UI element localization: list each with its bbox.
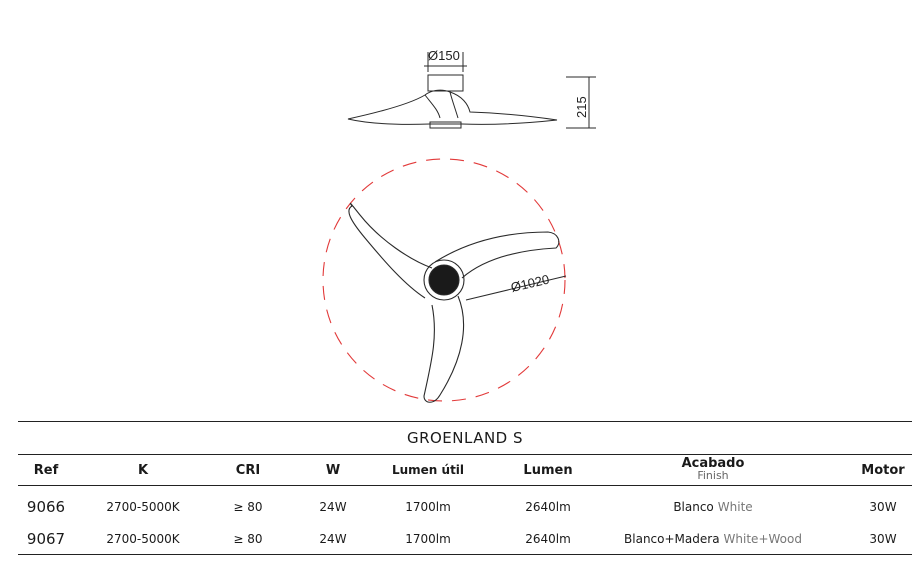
cell-cri: ≥ 80: [233, 500, 263, 514]
cell-lumen: 2640lm: [525, 500, 571, 514]
cell-lumen: 2640lm: [525, 532, 571, 546]
cell-w: 24W: [319, 532, 347, 546]
dim-diameter-label: Ø1020: [509, 272, 550, 295]
cell-k: 2700-5000K: [106, 500, 180, 514]
header-w: W: [325, 462, 341, 478]
header-k: K: [137, 462, 149, 478]
top-view-blades: [348, 202, 560, 403]
cell-finish-es: Blanco: [673, 500, 714, 514]
cell-ref: 9066: [26, 498, 66, 516]
cell-lumen-util: 1700lm: [405, 532, 451, 546]
header-lumen-util: Lumen útil: [391, 463, 465, 477]
cell-finish: Blanco+Madera White+Wood: [598, 524, 828, 554]
cell-w: 24W: [319, 500, 347, 514]
dim-top-label: Ø150: [428, 48, 460, 63]
cell-k: 2700-5000K: [106, 532, 180, 546]
dim-height-label: 215: [574, 96, 589, 118]
cell-finish-en: White+Wood: [723, 532, 802, 546]
cell-ref: 9067: [26, 530, 66, 548]
diameter-dim-line: [465, 275, 567, 301]
cell-cri: ≥ 80: [233, 532, 263, 546]
cell-motor: 30W: [869, 500, 897, 514]
header-ref: Ref: [33, 462, 59, 478]
sweep-circle: [322, 158, 566, 402]
cell-finish-es: Blanco+Madera: [624, 532, 720, 546]
table-row: 9067 2700-5000K ≥ 80 24W 1700lm 2640lm B…: [18, 524, 912, 554]
header-cri: CRI: [235, 462, 261, 478]
header-lumen: Lumen: [523, 462, 573, 478]
header-finish-en: Finish: [697, 469, 729, 482]
product-title: GROENLAND S: [406, 429, 524, 447]
table-row: 9066 2700-5000K ≥ 80 24W 1700lm 2640lm B…: [18, 492, 912, 522]
cell-lumen-util: 1700lm: [405, 500, 451, 514]
cell-finish: Blanco White: [598, 492, 828, 522]
table-header: Ref K CRI W Lumen útil Lumen Acabado Fin…: [18, 454, 912, 486]
spec-table: GROENLAND S Ref K CRI W Lumen útil Lumen…: [18, 421, 912, 555]
side-view: [347, 52, 596, 129]
technical-drawing: Ø150 215 Ø1020: [322, 48, 596, 403]
cell-finish-en: White: [717, 500, 753, 514]
header-motor: Motor: [861, 462, 905, 478]
header-finish: Acabado Finish: [598, 455, 828, 485]
header-finish-es: Acabado: [681, 456, 745, 471]
cell-motor: 30W: [869, 532, 897, 546]
